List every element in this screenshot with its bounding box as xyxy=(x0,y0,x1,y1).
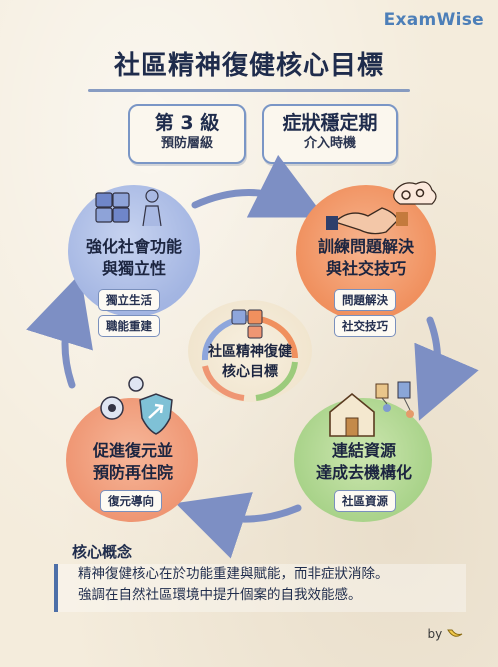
pill-community-resources: 社區資源 xyxy=(334,490,396,512)
center-label-line2: 核心目標 xyxy=(222,364,278,380)
prevention-level-label: 預防層級 xyxy=(160,136,213,151)
core-concept-heading: 核心概念 xyxy=(72,543,133,561)
pill-recovery-oriented: 復元導向 xyxy=(100,490,162,512)
arrow-right xyxy=(414,316,479,421)
title-banner: 社區精神復健核心目標 xyxy=(68,44,430,94)
node-social-function-title-line1: 強化社會功能 xyxy=(85,237,182,256)
node-community-resources-title-line2: 達成去機構化 xyxy=(315,463,412,482)
node-recovery-title-line1: 促進復元並 xyxy=(92,441,173,460)
pill-independent-living: 獨立生活 xyxy=(98,289,160,311)
pill-problem-solving: 問題解決 xyxy=(334,289,396,311)
node-social-function-title: 強化社會功能 與獨立性 xyxy=(70,236,198,280)
arrow-left xyxy=(26,273,93,389)
node-community-resources-title: 連結資源 達成去機構化 xyxy=(296,440,432,484)
intervention-timing-label: 介入時機 xyxy=(303,136,356,151)
core-concept-line2: 強調在自然社區環境中提升個案的自我效能感。 xyxy=(78,587,362,603)
node-problem-solving-title-line1: 訓練問題解決 xyxy=(317,237,414,256)
byline: by xyxy=(427,626,464,641)
byline-text: by xyxy=(427,627,443,641)
node-problem-solving-title: 訓練問題解決 與社交技巧 xyxy=(298,236,434,280)
arrow-bottom xyxy=(175,492,302,559)
pill-vocational-rehab: 職能重建 xyxy=(98,315,160,337)
intervention-timing-value: 症狀穩定期 xyxy=(282,112,378,134)
core-concept-line1: 精神復健核心在於功能重建與賦能，而非症狀消除。 xyxy=(78,566,389,582)
prevention-level-tag: 第 3 級 預防層級 xyxy=(128,104,246,164)
center-label-line1: 社區精神復健 xyxy=(208,344,292,360)
brand-logo: ExamWise xyxy=(383,10,484,30)
node-problem-solving-title-line2: 與社交技巧 xyxy=(325,259,406,278)
banana-logo-icon xyxy=(447,629,463,637)
intervention-timing-tag: 症狀穩定期 介入時機 xyxy=(262,104,398,164)
node-community-resources-title-line1: 連結資源 xyxy=(331,441,396,460)
core-concept-section: 核心概念 精神復健核心在於功能重建與賦能，而非症狀消除。 強調在自然社區環境中提… xyxy=(54,542,470,614)
node-recovery-title: 促進復元並 預防再住院 xyxy=(68,440,198,484)
node-recovery-title-line2: 預防再住院 xyxy=(92,463,173,482)
pill-social-skills: 社交技巧 xyxy=(334,315,396,337)
center-label: 社區精神復健 核心目標 xyxy=(196,342,304,382)
node-social-function-title-line2: 與獨立性 xyxy=(101,259,166,278)
prevention-level-value: 第 3 級 xyxy=(154,112,220,134)
page-title: 社區精神復健核心目標 xyxy=(113,51,384,81)
core-concept-box: 精神復健核心在於功能重建與賦能，而非症狀消除。 強調在自然社區環境中提升個案的自… xyxy=(54,564,466,612)
arrow-top xyxy=(191,154,326,218)
title-underline xyxy=(88,89,410,92)
